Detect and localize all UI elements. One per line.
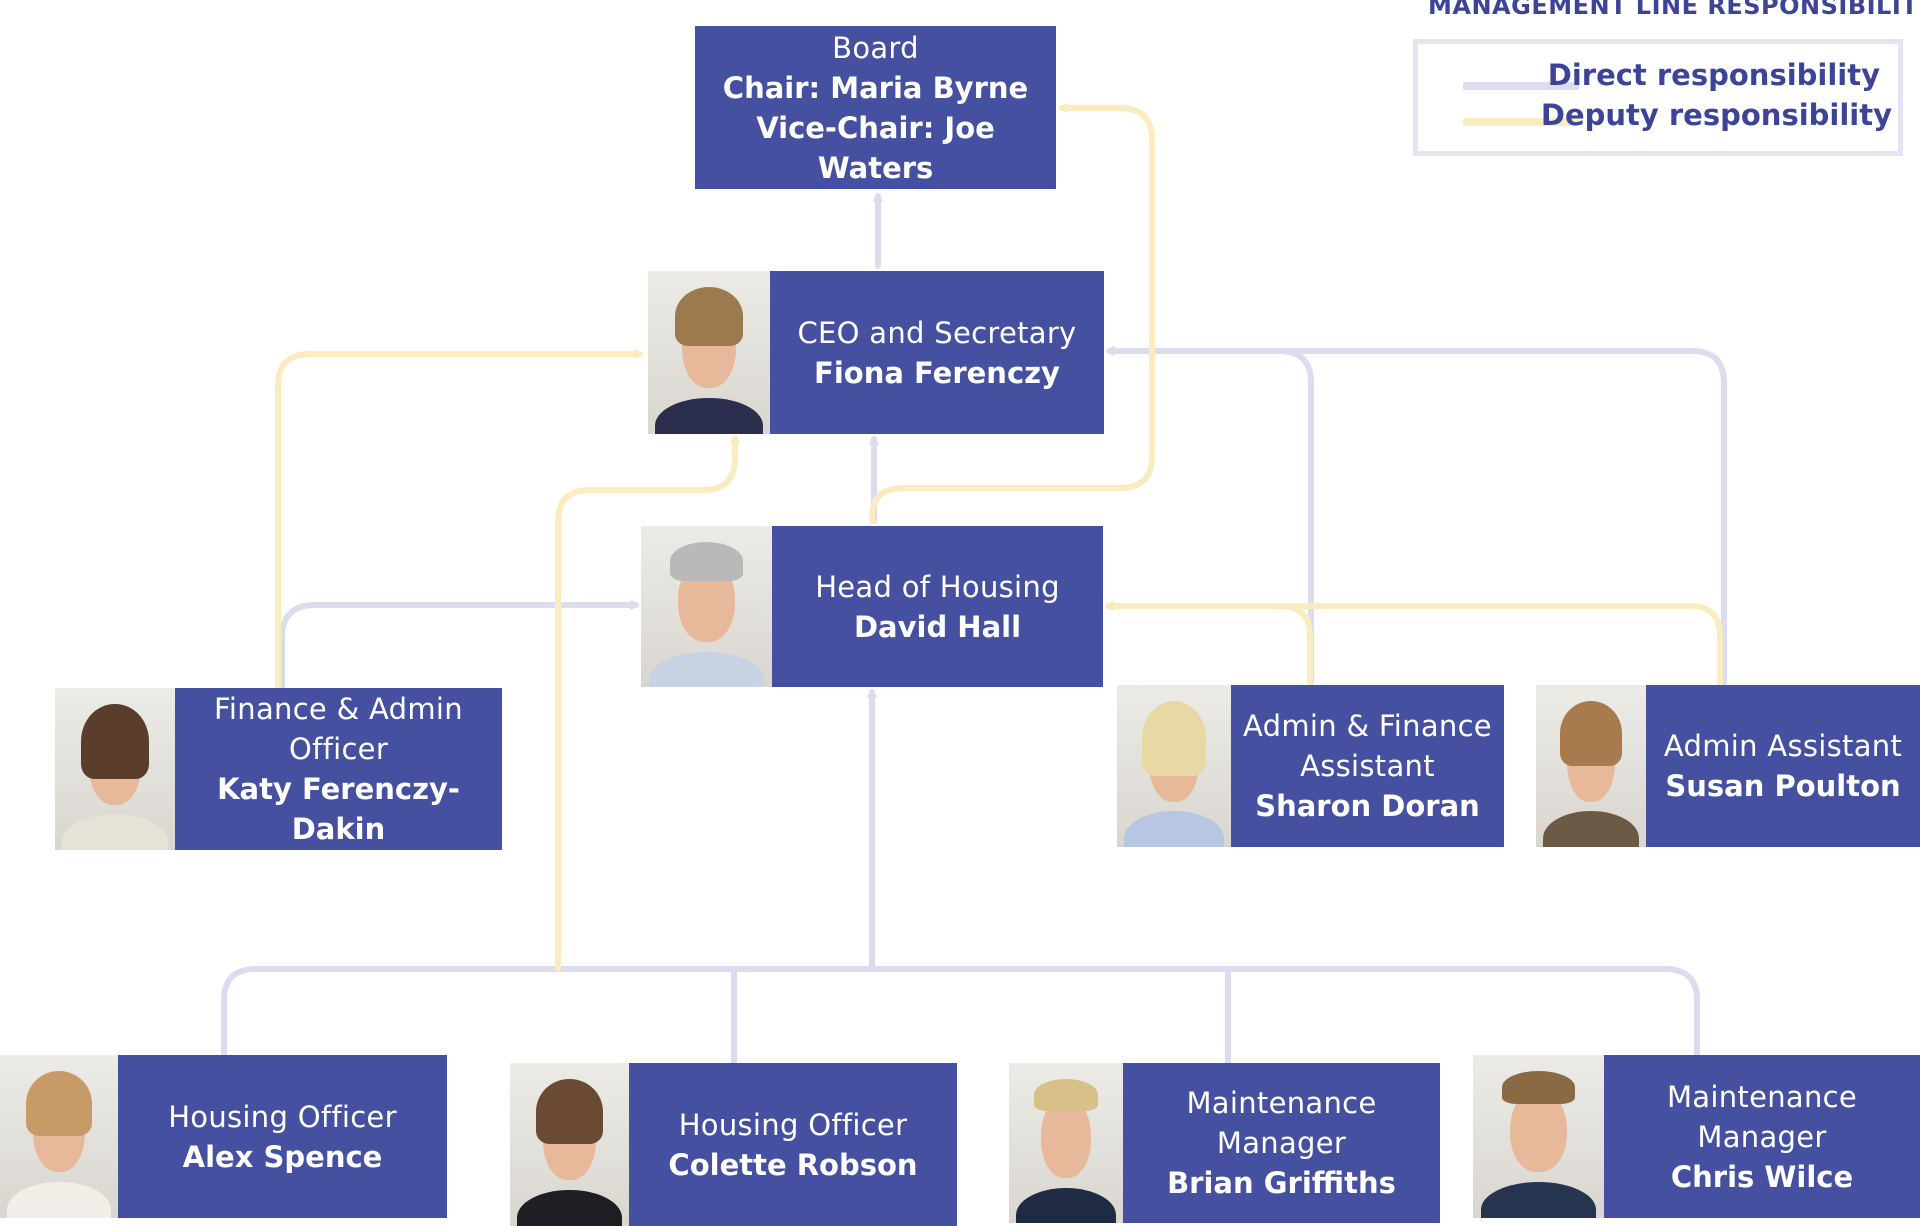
maintenance-2-name: Chris Wilce: [1670, 1159, 1854, 1194]
ceo-role: CEO and Secretary: [797, 315, 1077, 350]
ceo-photo: [648, 271, 770, 434]
housing-officer-1-box: Housing Officer Alex Spence: [118, 1055, 447, 1218]
legend-deputy-label: Deputy responsibility: [1540, 98, 1892, 132]
head-housing-role: Head of Housing: [815, 569, 1060, 604]
line-admin-staff-to-ceo: [1106, 351, 1727, 686]
maintenance-2-box: Maintenance Manager Chris Wilce: [1604, 1055, 1920, 1218]
admin-assistant-box: Admin Assistant Susan Poulton: [1646, 685, 1920, 847]
maintenance-1-role-1: Maintenance: [1186, 1086, 1377, 1120]
line-admin-finance-deputy: [1277, 603, 1313, 686]
maintenance-1-photo: [1009, 1063, 1123, 1223]
board-role: Board: [832, 30, 919, 65]
deputy-swatch: [1463, 118, 1579, 126]
head-housing-box: Head of Housing David Hall: [772, 526, 1103, 687]
finance-admin-name: Katy Ferenczy-Dakin: [217, 772, 460, 846]
admin-finance-role-1: Admin & Finance: [1243, 709, 1492, 743]
housing-officer-2-box: Housing Officer Colette Robson: [629, 1063, 957, 1226]
maintenance-2-role-1: Maintenance: [1666, 1079, 1858, 1114]
admin-finance-name: Sharon Doran: [1255, 789, 1480, 823]
direct-swatch: [1463, 82, 1579, 90]
legend: Direct responsibility Deputy responsibil…: [1413, 39, 1903, 156]
head-housing-name: David Hall: [853, 609, 1022, 644]
finance-admin-role-2: Officer: [288, 732, 389, 766]
housing-officer-2-photo: [510, 1063, 629, 1226]
housing-officer-2-role: Housing Officer: [678, 1107, 908, 1142]
finance-admin-role-1: Finance & Admin: [214, 692, 463, 726]
housing-officer-1-name: Alex Spence: [182, 1139, 383, 1174]
admin-finance-photo: [1117, 685, 1231, 847]
admin-assistant-role: Admin Assistant: [1663, 729, 1903, 763]
maintenance-1-box: Maintenance Manager Brian Griffiths: [1123, 1063, 1440, 1223]
line-finance-deputy-to-ceo: [275, 354, 643, 690]
legend-title: MANAGEMENT LINE RESPONSIBILITY: [1428, 0, 1920, 20]
legend-direct-label: Direct responsibility: [1547, 58, 1880, 92]
ceo-name: Fiona Ferenczy: [814, 355, 1060, 390]
line-finance-to-head: [279, 605, 639, 690]
housing-officer-1-role: Housing Officer: [168, 1099, 397, 1134]
maintenance-2-role-2: Manager: [1697, 1119, 1827, 1154]
maintenance-1-role-2: Manager: [1216, 1126, 1347, 1160]
admin-assistant-name: Susan Poulton: [1665, 769, 1901, 803]
finance-admin-photo: [55, 688, 175, 850]
admin-assistant-photo: [1536, 685, 1646, 847]
admin-finance-role-2: Assistant: [1300, 749, 1435, 783]
line-admin-staff-deputy-to-head: [1105, 606, 1723, 686]
line-bottom-bus: [221, 966, 1700, 1057]
line-head-deputy-to-board: [869, 108, 1155, 524]
head-housing-photo: [641, 526, 772, 687]
board-vice-chair: Vice-Chair: Joe Waters: [756, 110, 995, 185]
ceo-box: CEO and Secretary Fiona Ferenczy: [770, 271, 1104, 434]
finance-admin-box: Finance & Admin Officer Katy Ferenczy-Da…: [175, 688, 502, 850]
line-bus-deputy-to-ceo: [555, 435, 735, 972]
maintenance-1-name: Brian Griffiths: [1167, 1166, 1396, 1200]
housing-officer-2-name: Colette Robson: [668, 1147, 918, 1182]
housing-officer-1-photo: [0, 1055, 118, 1218]
board-box: Board Chair: Maria Byrne Vice-Chair: Joe…: [695, 26, 1056, 189]
line-admin-finance-to-ceo: [1276, 348, 1314, 686]
admin-finance-box: Admin & Finance Assistant Sharon Doran: [1231, 685, 1504, 847]
board-chair: Chair: Maria Byrne: [722, 70, 1029, 105]
maintenance-2-photo: [1473, 1055, 1604, 1218]
